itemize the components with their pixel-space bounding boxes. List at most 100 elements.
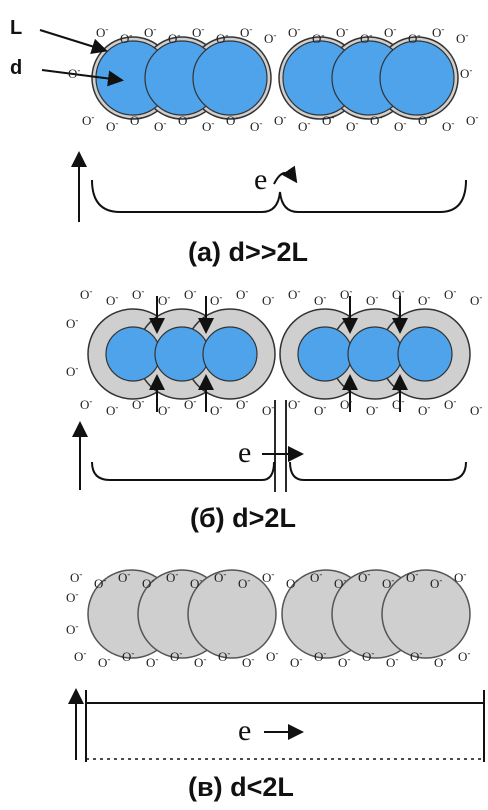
oxygen-ion-label: O- (214, 569, 226, 585)
oxygen-ion-label: O- (262, 402, 274, 418)
oxygen-ion-label: O- (432, 24, 444, 40)
oxygen-ion-label: O- (240, 24, 252, 40)
oxygen-ion-label: O- (216, 30, 228, 46)
oxygen-ion-label: O- (184, 396, 196, 412)
oxygen-ion-label: O- (106, 292, 118, 308)
oxygen-ion-label: O- (288, 24, 300, 40)
pointer-arrow-l (39, 29, 108, 55)
oxygen-ion-label: O- (288, 396, 300, 412)
grain-chain-right-c (281, 569, 471, 659)
oxygen-ion-label: O- (346, 118, 358, 134)
oxygen-ion-label: O- (392, 286, 404, 302)
oxygen-ion-label: O- (430, 575, 442, 591)
oxygen-ion-label: O- (454, 569, 466, 585)
grain-chain-right-a (278, 36, 459, 120)
oxygen-ion-label: O- (334, 575, 346, 591)
grain-core (202, 326, 258, 382)
oxygen-ion-label: O- (314, 648, 326, 664)
oxygen-ion-label: O- (144, 24, 156, 40)
panel-a: L d e (a) d>>2L (10, 17, 467, 267)
oxygen-ion-label: O- (192, 24, 204, 40)
oxygen-ion-label: O- (340, 396, 352, 412)
oxygen-ion-label: O- (382, 575, 394, 591)
oxygen-ion-label: O- (264, 30, 276, 46)
electron-hop-arrow-a (273, 165, 298, 185)
oxygen-ion-label: O- (262, 569, 274, 585)
oxygen-ion-label: O- (460, 65, 472, 81)
oxygen-ion-label: O- (358, 569, 370, 585)
oxygen-ion-label: O- (122, 648, 134, 664)
oxygen-ion-label: O- (406, 569, 418, 585)
adsorbed-oxygen-ions: O- O- O- O- O- O- O- O- O- O- O- O- O- O- O- O- O- O- O- O-… (66, 24, 482, 670)
oxygen-ion-label: O- (236, 396, 248, 412)
oxygen-ion-label: O- (408, 30, 420, 46)
grain-core (297, 326, 353, 382)
oxygen-ion-label: O- (362, 648, 374, 664)
oxygen-ion-label: O- (458, 648, 470, 664)
oxygen-ion-label: O- (106, 402, 118, 418)
oxygen-ion-label: O- (340, 286, 352, 302)
oxygen-ion-label: O- (394, 118, 406, 134)
grain-shell (187, 569, 277, 659)
oxygen-ion-label: O- (210, 292, 222, 308)
oxygen-ion-label: O- (146, 654, 158, 670)
oxygen-ion-label: O- (314, 402, 326, 418)
oxygen-ion-label: O- (82, 112, 94, 128)
caption-c: (в) d<2L (188, 772, 294, 802)
electron-label-b: e (238, 436, 251, 469)
oxygen-ion-label: O- (322, 112, 334, 128)
oxygen-ion-label: O- (158, 292, 170, 308)
panel-c: e (в) d<2L (68, 569, 485, 802)
electron-label-c: e (238, 714, 251, 747)
neck-field-arrows-b (149, 296, 408, 412)
grain-core (105, 326, 161, 382)
label-l: L (10, 17, 22, 39)
oxygen-ion-label: O- (366, 402, 378, 418)
oxygen-ion-label: O- (290, 654, 302, 670)
conduction-brace-b-left (91, 461, 275, 481)
grain-chain-left-b (87, 308, 276, 400)
oxygen-ion-label: O- (366, 292, 378, 308)
oxygen-ion-label: O- (250, 118, 262, 134)
pointer-arrow-d (41, 69, 124, 87)
oxygen-ion-label: O- (66, 315, 78, 331)
oxygen-ion-label: O- (94, 575, 106, 591)
oxygen-ion-label: O- (202, 118, 214, 134)
oxygen-ion-label: O- (310, 569, 322, 585)
oxygen-ion-label: O- (418, 292, 430, 308)
electron-label-a: e (254, 163, 267, 196)
grain-shell (381, 569, 471, 659)
oxygen-ion-label: O- (392, 396, 404, 412)
grain-chain-right-b (279, 308, 471, 400)
oxygen-ion-label: O- (190, 575, 202, 591)
oxygen-ion-label: O- (336, 24, 348, 40)
oxygen-ion-label: O- (370, 112, 382, 128)
oxygen-ion-label: O- (286, 575, 298, 591)
oxygen-ion-label: O- (418, 112, 430, 128)
oxygen-ion-label: O- (338, 654, 350, 670)
oxygen-ion-label: O- (66, 363, 78, 379)
oxygen-ion-label: O- (70, 569, 82, 585)
oxygen-ion-label: O- (298, 118, 310, 134)
oxygen-ion-label: O- (266, 648, 278, 664)
caption-b: (б) d>2L (190, 503, 296, 533)
oxygen-ion-label: O- (360, 30, 372, 46)
oxygen-ion-label: O- (434, 654, 446, 670)
oxygen-ion-label: O- (274, 112, 286, 128)
oxygen-ion-label: O- (166, 569, 178, 585)
grain-core (154, 326, 210, 382)
oxygen-ion-label: O- (142, 575, 154, 591)
oxygen-ion-label: O- (130, 112, 142, 128)
oxygen-ion-label: O- (154, 118, 166, 134)
grain-core (192, 40, 268, 116)
oxygen-ion-label: O- (384, 24, 396, 40)
oxygen-ion-label: O- (106, 118, 118, 134)
conduction-brace-b-right (289, 461, 467, 481)
oxygen-ion-label: O- (470, 292, 482, 308)
oxygen-ion-label: O- (118, 569, 130, 585)
oxygen-ion-label: O- (170, 648, 182, 664)
oxygen-ion-label: O- (236, 286, 248, 302)
oxygen-ion-label: O- (312, 30, 324, 46)
oxygen-ion-label: O- (120, 30, 132, 46)
oxygen-ion-label: O- (66, 621, 78, 637)
